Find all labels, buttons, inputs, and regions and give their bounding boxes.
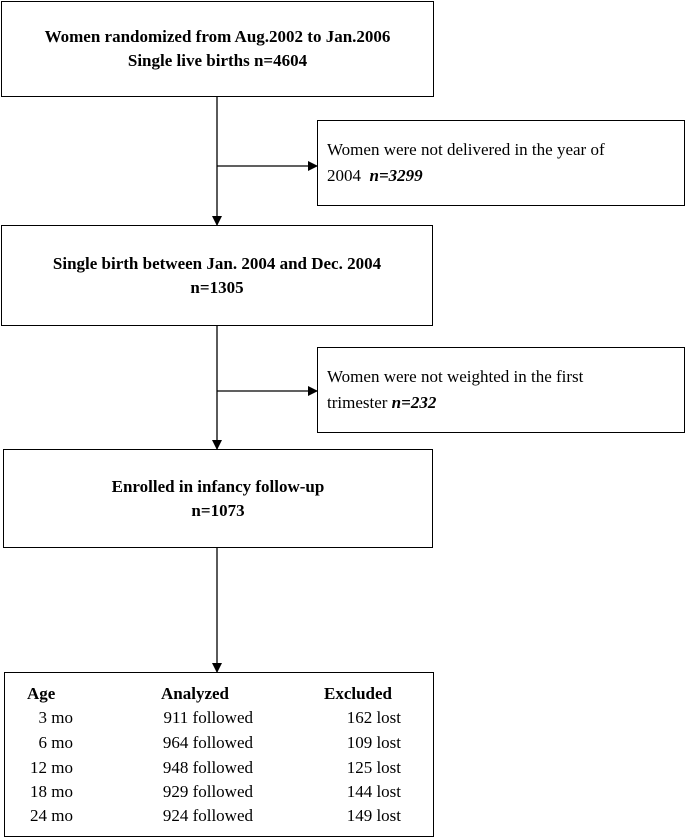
not-delivered-count: n=3299 — [369, 166, 423, 185]
row-24mo-excluded: 149 lost — [346, 806, 401, 825]
not-weighted-line2: trimester n=232 — [327, 390, 684, 416]
single-birth-title: Single birth between Jan. 2004 and Dec. … — [52, 253, 382, 273]
not-weighted-box: Women were not weighted in the first tri… — [317, 347, 685, 433]
row-6mo-excluded: 109 lost — [346, 733, 401, 752]
enrolled-box: Enrolled in infancy follow-up n=1073 — [3, 449, 433, 548]
row-24mo-analyzed: 924 followed — [162, 806, 253, 825]
row-24mo-age: 24 mo — [30, 806, 73, 825]
not-delivered-text: Women were not delivered in the year of — [327, 140, 605, 159]
not-weighted-trimester: trimester — [327, 393, 388, 412]
row-3mo-analyzed: 911 followed — [163, 708, 253, 727]
single-birth-box: Single birth between Jan. 2004 and Dec. … — [1, 225, 433, 326]
row-12mo-excluded: 125 lost — [346, 758, 401, 777]
row-18mo-age: 18 mo — [30, 782, 73, 801]
row-6mo-age: 6 mo — [38, 733, 73, 752]
followup-table-box: Age Analyzed Excluded 3 mo 911 followed … — [4, 672, 434, 837]
randomized-title: Women randomized from Aug.2002 to Jan.20… — [44, 27, 391, 46]
row-12mo-analyzed: 948 followed — [162, 758, 253, 777]
row-3mo-excluded: 162 lost — [346, 708, 401, 727]
not-delivered-year: 2004 — [327, 166, 361, 185]
enrolled-count: n=1073 — [191, 500, 245, 520]
header-analyzed: Analyzed — [161, 684, 229, 703]
not-delivered-line2: 2004 n=3299 — [327, 163, 684, 189]
header-age: Age — [27, 684, 56, 703]
enrolled-title: Enrolled in infancy follow-up — [111, 476, 325, 496]
row-12mo-age: 12 mo — [30, 758, 73, 777]
row-3mo-age: 3 mo — [38, 708, 73, 727]
randomized-count: Single live births n=4604 — [127, 51, 308, 70]
row-6mo-analyzed: 964 followed — [162, 733, 253, 752]
not-delivered-box: Women were not delivered in the year of … — [317, 120, 685, 206]
randomized-box: Women randomized from Aug.2002 to Jan.20… — [1, 1, 434, 97]
not-weighted-count: n=232 — [391, 393, 437, 412]
row-18mo-excluded: 144 lost — [346, 782, 401, 801]
not-weighted-text: Women were not weighted in the first — [327, 367, 584, 386]
row-18mo-analyzed: 929 followed — [162, 782, 253, 801]
single-birth-count: n=1305 — [190, 277, 244, 297]
header-excluded: Excluded — [324, 684, 393, 703]
